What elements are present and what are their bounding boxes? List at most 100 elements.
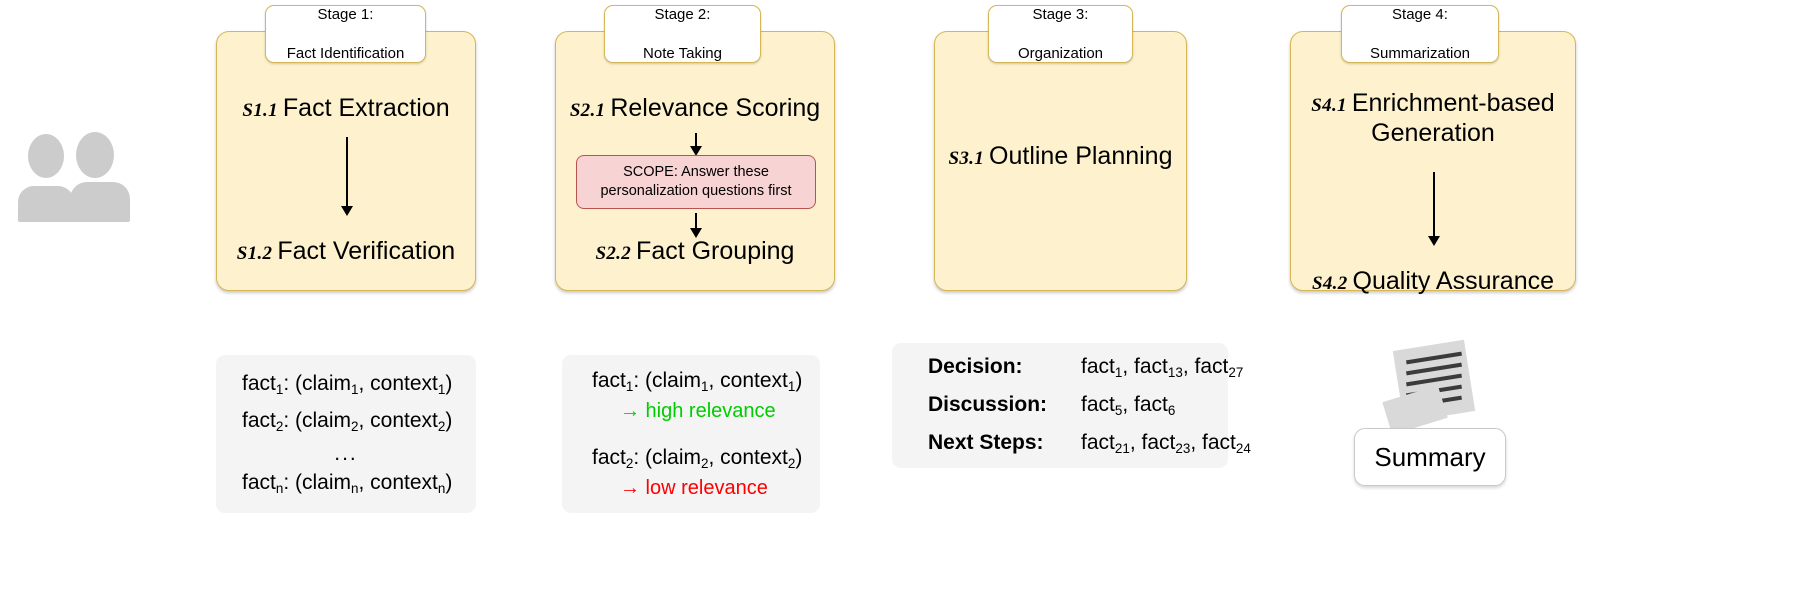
- stage-2-tab-line1: Stage 2:: [654, 6, 711, 24]
- fact-name: fact: [242, 408, 276, 432]
- stage-1-tab[interactable]: Stage 1: Fact Identification: [265, 5, 426, 63]
- fact-name: fact: [242, 471, 276, 495]
- fact-name: fact: [1134, 354, 1168, 378]
- fact-tail: ): [795, 368, 803, 392]
- category-facts-discussion: fact5, fact6: [1081, 392, 1176, 418]
- fact-index: 2: [625, 455, 634, 471]
- step-label: Fact Verification: [277, 237, 456, 265]
- stage-2-tab-line2: Note Taking: [643, 44, 722, 62]
- fact-name: fact: [1081, 431, 1115, 455]
- claim-index: 1: [701, 378, 709, 394]
- step-id: S1.1: [242, 100, 278, 121]
- fact-body: : (claim: [633, 446, 702, 469]
- stage-2-output-panel: fact1: (claim1, context1) → high relevan…: [562, 355, 820, 513]
- fact-row-1: fact1: (claim1, context1): [592, 370, 820, 393]
- fact-mid: , context: [358, 471, 438, 495]
- context-index: 2: [787, 455, 796, 471]
- fact-mid: , context: [708, 368, 788, 392]
- claim-index: n: [351, 480, 359, 496]
- step-id: S3.1: [948, 148, 985, 169]
- fact-index: 24: [1235, 440, 1251, 456]
- fact-name: fact: [1081, 354, 1115, 378]
- stage-1-arrow: [346, 137, 348, 207]
- fact-body: : (claim: [283, 471, 352, 495]
- ellipsis: ...: [334, 442, 358, 466]
- stage-1-tab-line2: Fact Identification: [286, 44, 405, 62]
- fact-name: fact: [1081, 392, 1115, 416]
- step-id: S1.2: [236, 243, 273, 264]
- stage-3-tab[interactable]: Stage 3: Organization: [988, 5, 1133, 63]
- fact-index: n: [275, 480, 284, 496]
- stage-2-arrow-bottom: [695, 213, 697, 229]
- stage-2-tab[interactable]: Stage 2: Note Taking: [604, 5, 761, 63]
- category-facts-next-steps: fact21, fact23, fact24: [1081, 431, 1251, 456]
- fact-row-n: factn: (claimn, contextn): [242, 472, 476, 495]
- relevance-annotation-high: → high relevance: [620, 400, 776, 422]
- document-icon: [1378, 339, 1488, 435]
- stage-4-arrow: [1433, 172, 1435, 237]
- fact-row-2: fact2: (claim2, context2): [242, 410, 476, 433]
- fact-name: fact: [1141, 431, 1176, 455]
- fact-index: 21: [1114, 440, 1130, 456]
- step-label: Outline Planning: [989, 142, 1173, 170]
- step-label: Fact Extraction: [282, 94, 450, 122]
- fact-body: : (claim: [283, 371, 352, 395]
- fact-mid: , context: [358, 371, 438, 395]
- step-id: S2.1: [569, 100, 606, 121]
- fact-row-1: fact1: (claim1, context1): [242, 373, 476, 396]
- fact-tail: ): [445, 371, 453, 395]
- claim-index: 1: [351, 381, 359, 397]
- stage-3-tab-line1: Stage 3:: [1032, 6, 1089, 24]
- step-label: Quality Assurance: [1352, 267, 1555, 295]
- context-index: n: [437, 480, 446, 496]
- people-icon: [14, 128, 134, 223]
- context-index: 1: [437, 381, 446, 397]
- fact-index: 1: [1114, 364, 1123, 380]
- category-label-discussion: Discussion:: [928, 392, 1048, 416]
- fact-name: fact: [1134, 392, 1168, 416]
- claim-index: 2: [351, 418, 359, 434]
- fact-index: 1: [275, 381, 284, 397]
- step-label: Enrichment-based Generation: [1351, 89, 1555, 147]
- stage-3-tab-line2: Organization: [1017, 44, 1104, 62]
- stage-1-tab-line1: Stage 1:: [317, 6, 374, 24]
- fact-name: fact: [592, 368, 626, 392]
- step-id: S4.2: [1311, 273, 1348, 294]
- category-facts-decision: fact1, fact13, fact27: [1081, 354, 1244, 380]
- fact-index: 23: [1175, 440, 1191, 456]
- fact-index: 5: [1114, 402, 1123, 418]
- summary-box[interactable]: Summary: [1354, 428, 1506, 486]
- fact-row-2: fact2: (claim2, context2): [592, 447, 820, 470]
- step-label: Fact Grouping: [636, 237, 795, 265]
- fact-mid: , context: [358, 408, 438, 432]
- fact-body: : (claim: [633, 368, 702, 392]
- context-index: 1: [787, 378, 796, 394]
- stage-4-tab-line1: Stage 4:: [1392, 6, 1448, 24]
- fact-tail: ): [445, 408, 453, 432]
- stage-4-tab[interactable]: Stage 4: Summarization: [1341, 5, 1499, 63]
- scope-line2: personalization questions first: [600, 183, 792, 199]
- fact-name: fact: [592, 446, 626, 469]
- stage-1-output-panel: fact1: (claim1, context1) fact2: (claim2…: [216, 355, 476, 513]
- scope-callout: SCOPE: Answer these personalization ques…: [576, 155, 816, 209]
- scope-line1: SCOPE: Answer these: [623, 164, 769, 181]
- fact-name: fact: [1194, 354, 1229, 378]
- stage-3-output-panel: Decision: fact1, fact13, fact27 Discussi…: [892, 343, 1251, 468]
- fact-tail: ): [795, 446, 803, 469]
- context-index: 2: [437, 418, 446, 434]
- step-id: S4.1: [1311, 95, 1347, 116]
- fact-index: 13: [1167, 364, 1183, 380]
- fact-index: 1: [625, 378, 634, 394]
